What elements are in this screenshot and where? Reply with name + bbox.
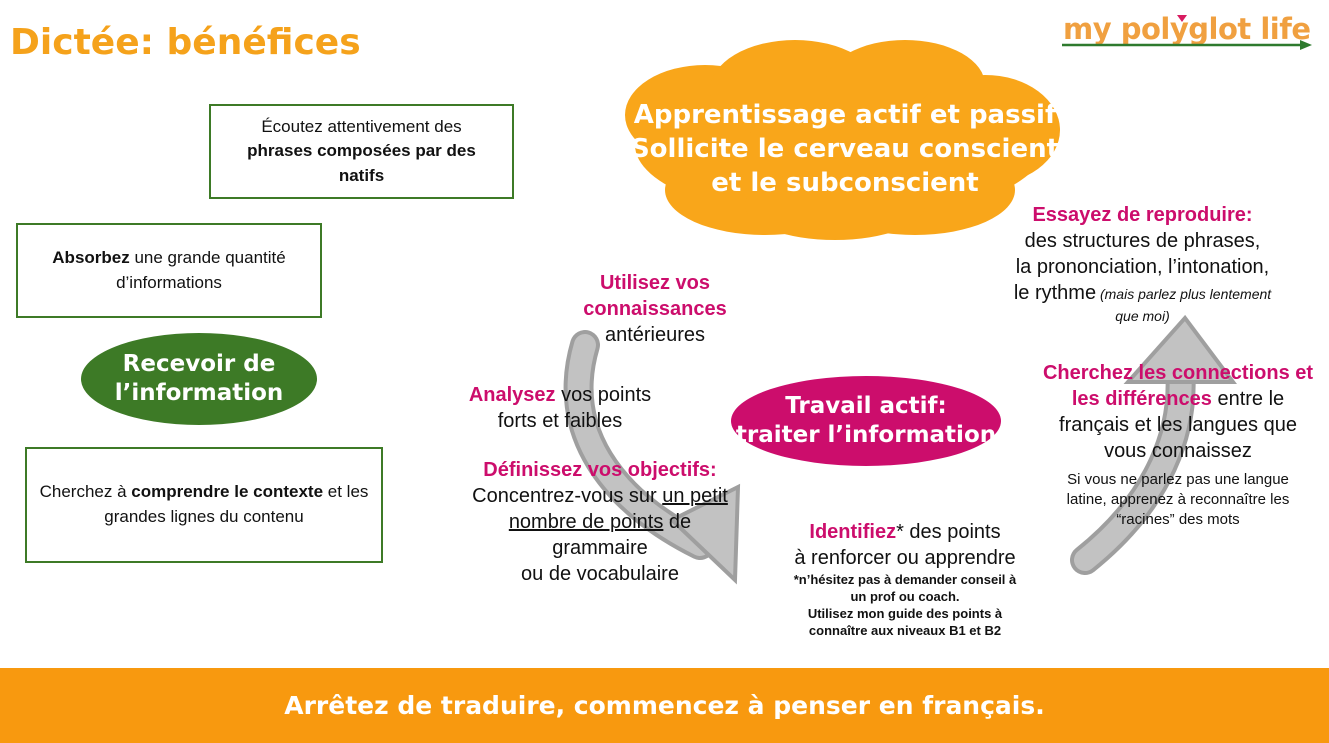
definissez-text-part: de	[663, 511, 692, 533]
essayez-italic: que moi)	[1115, 308, 1170, 324]
definissez-underline: un petit	[662, 485, 728, 507]
definissez-text-part: ou de vocabulaire	[521, 563, 679, 585]
footer-banner: Arrêtez de traduire, commencez à penser …	[0, 668, 1329, 743]
cloud-line: et le subconscient	[711, 168, 979, 198]
cloud-text: Apprentissage actif et passif Sollicite …	[630, 98, 1060, 200]
analysez-rest: vos points	[555, 384, 652, 406]
listen-text: Écoutez attentivement des	[261, 116, 462, 136]
analysez-rest: forts et faibles	[497, 410, 623, 432]
receive-line: Recevoir de	[122, 351, 276, 377]
identifiez-note: Utilisez mon guide des points à	[807, 606, 1003, 621]
context-text: Cherchez à	[39, 482, 132, 502]
identifiez-rest: à renforcer ou apprendre	[794, 547, 1016, 569]
active-line: Travail actif:	[785, 393, 947, 419]
cherchez-note: “racines” des mots	[1116, 511, 1240, 528]
absorb-box: Absorbez une grande quantité d’informati…	[16, 223, 322, 318]
absorb-bold: Absorbez	[52, 247, 130, 267]
cherchez-note: latine, apprenez à reconnaître les	[1066, 491, 1290, 508]
context-box: Cherchez à comprendre le contexte et les…	[25, 447, 383, 563]
logo-arrow-icon	[1062, 15, 1312, 50]
essayez-highlight: Essayez de reproduire:	[1032, 204, 1253, 226]
definissez-text-part: grammaire	[552, 537, 648, 559]
identifiez-note: *n’hésitez pas à demander conseil à	[793, 572, 1017, 587]
listen-bold: phrases composées par des natifs	[247, 141, 476, 185]
logo-text: my polyglot life	[1063, 12, 1311, 46]
receive-ellipse: Recevoir de l’information	[81, 333, 317, 425]
definissez-text: Définissez vos objectifs: Concentrez-vou…	[450, 457, 750, 587]
utilisez-text: Utilisez vos connaissances antérieures	[555, 270, 755, 348]
right-curved-arrow-icon	[1070, 314, 1237, 575]
absorb-text: une grande quantité d’informations	[116, 247, 286, 292]
analysez-highlight: Analysez	[468, 384, 556, 406]
context-rest: et les grandes lignes du contenu	[104, 482, 369, 526]
cherchez-line: français et les langues que	[1059, 414, 1297, 436]
identifiez-text: Identifiez* des points à renforcer ou ap…	[765, 519, 1045, 639]
cherchez-highlight: les différences	[1071, 388, 1212, 410]
utilisez-rest: antérieures	[604, 324, 706, 346]
left-curved-arrow-icon	[563, 330, 741, 585]
context-bold: comprendre le contexte	[131, 482, 324, 502]
essayez-line: le rythme	[1013, 282, 1097, 304]
listen-box: Écoutez attentivement des phrases composé…	[209, 104, 514, 199]
definissez-text-part: Concentrez-vous sur	[472, 485, 663, 507]
essayez-line: des structures de phrases,	[1024, 230, 1261, 252]
definissez-highlight: Définissez vos objectifs:	[483, 459, 717, 481]
identifiez-rest: * des points	[896, 521, 1001, 543]
cherchez-highlight: Cherchez les connections et	[1042, 362, 1314, 384]
identifiez-note: un prof ou coach.	[850, 589, 960, 604]
cycle-arrows	[563, 314, 1237, 585]
page-title: Dictée: bénéfices	[10, 22, 361, 63]
active-line: traiter l’information	[735, 422, 997, 448]
cloud-line: Sollicite le cerveau conscient	[630, 134, 1060, 164]
receive-line: l’information	[114, 380, 284, 406]
cherchez-line: vous connaissez	[1104, 440, 1252, 462]
cherchez-note: Si vous ne parlez pas une langue	[1067, 471, 1289, 488]
essayez-line: la prononciation, l’intonation,	[1015, 256, 1270, 278]
cherchez-text: Cherchez les connections et les différen…	[1030, 360, 1326, 530]
cherchez-line: entre le	[1211, 388, 1285, 410]
analysez-text: Analysez vos points forts et faibles	[450, 382, 670, 434]
cloud-line: Apprentissage actif et passif	[633, 100, 1057, 130]
identifiez-highlight: Identifiez	[809, 521, 897, 543]
identifiez-note: connaître aux niveaux B1 et B2	[808, 623, 1002, 638]
logo: my polyglot life	[1060, 12, 1315, 56]
active-ellipse: Travail actif: traiter l’information	[731, 376, 1001, 466]
essayez-text: Essayez de reproduire: des structures de…	[985, 202, 1300, 325]
cloud-shape	[625, 40, 1060, 240]
definissez-underline: nombre de points	[508, 511, 664, 533]
essayez-italic: (mais parlez plus lentement	[1096, 286, 1272, 302]
utilisez-highlight: Utilisez vos connaissances	[583, 272, 727, 320]
